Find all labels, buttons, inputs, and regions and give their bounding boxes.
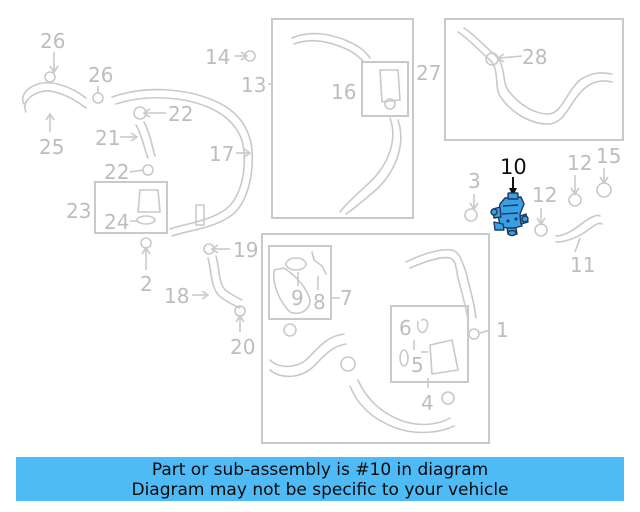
callout-26: 26 (88, 63, 113, 87)
part-10-highlighted-component (490, 177, 529, 237)
callout-2: 2 (140, 272, 153, 296)
callout-17: 17 (209, 142, 234, 166)
part-24-oring (136, 215, 156, 225)
callout-15: 15 (596, 144, 621, 168)
callout-25: 25 (39, 135, 64, 159)
part-12-clamp (534, 223, 548, 237)
callout-4: 4 (421, 391, 434, 415)
callout-11: 11 (570, 253, 595, 277)
callout-12: 12 (532, 183, 557, 207)
part-23-housing (137, 189, 161, 213)
group-box-4-5-6 (390, 305, 469, 383)
callout-24: 24 (104, 210, 129, 234)
part-22-clamp-2 (142, 164, 154, 176)
group-box-7 (268, 245, 332, 320)
callout-7: 7 (340, 286, 353, 310)
callout-16: 16 (331, 80, 356, 104)
callout-8: 8 (313, 290, 326, 314)
part-25-hose (24, 90, 87, 113)
part-26-clamp (44, 71, 56, 83)
banner-line-1: Part or sub-assembly is #10 in diagram (151, 460, 489, 480)
part-13-lower-hose (339, 117, 394, 213)
banner-line-2: Diagram may not be specific to your vehi… (131, 480, 509, 500)
callout-28: 28 (522, 45, 547, 69)
part-5-housing (429, 339, 459, 375)
callout-22: 22 (168, 102, 193, 126)
group-box-1 (261, 233, 490, 444)
part-1-hose-left (269, 333, 345, 368)
part-11-hose (555, 214, 601, 237)
part-9-housing (272, 267, 311, 315)
leader-lines (45, 51, 609, 388)
group-box-27 (444, 18, 624, 141)
callout-13: 13 (241, 73, 266, 97)
callout-6: 6 (399, 316, 412, 340)
part-8-bracket (311, 251, 327, 275)
part-3-clamp (464, 208, 478, 222)
part-27-hose (457, 31, 613, 125)
callout-21: 21 (95, 126, 120, 150)
part-28-connector (485, 52, 499, 66)
group-box-16 (361, 61, 409, 117)
callout-22: 22 (104, 160, 129, 184)
callout-20: 20 (230, 335, 255, 359)
part-16-valve (379, 69, 401, 103)
part-1-hose-upper (405, 248, 477, 319)
callout-10-highlighted: 10 (500, 155, 527, 179)
part-6-seal (399, 349, 409, 367)
diagram-notice-banner: Part or sub-assembly is #10 in diagram D… (16, 457, 624, 501)
callout-19: 19 (233, 238, 258, 262)
part-15-clamp (596, 182, 612, 198)
group-box-23 (94, 181, 168, 234)
part-1-clamp (468, 328, 480, 340)
part-2-clamp (140, 237, 152, 249)
callout-12: 12 (567, 151, 592, 175)
callout-27: 27 (416, 61, 441, 85)
callout-14: 14 (205, 45, 230, 69)
callout-9: 9 (291, 286, 304, 310)
part-18-hose (207, 257, 241, 309)
part-12-clamp-2 (568, 193, 582, 207)
callout-1: 1 (496, 318, 509, 342)
callout-23: 23 (66, 199, 91, 223)
part-21-hose (135, 124, 149, 159)
callout-3: 3 (468, 169, 481, 193)
part-26-clamp-2 (92, 92, 104, 104)
part-1-hose-lower (357, 379, 451, 426)
group-box-13 (271, 18, 414, 219)
part-17-hose (111, 88, 254, 237)
part-13-upper-hose (291, 32, 371, 59)
part-4-clamp (441, 391, 455, 405)
callout-26: 26 (40, 29, 65, 53)
callout-5: 5 (411, 353, 424, 377)
callout-18: 18 (164, 284, 189, 308)
